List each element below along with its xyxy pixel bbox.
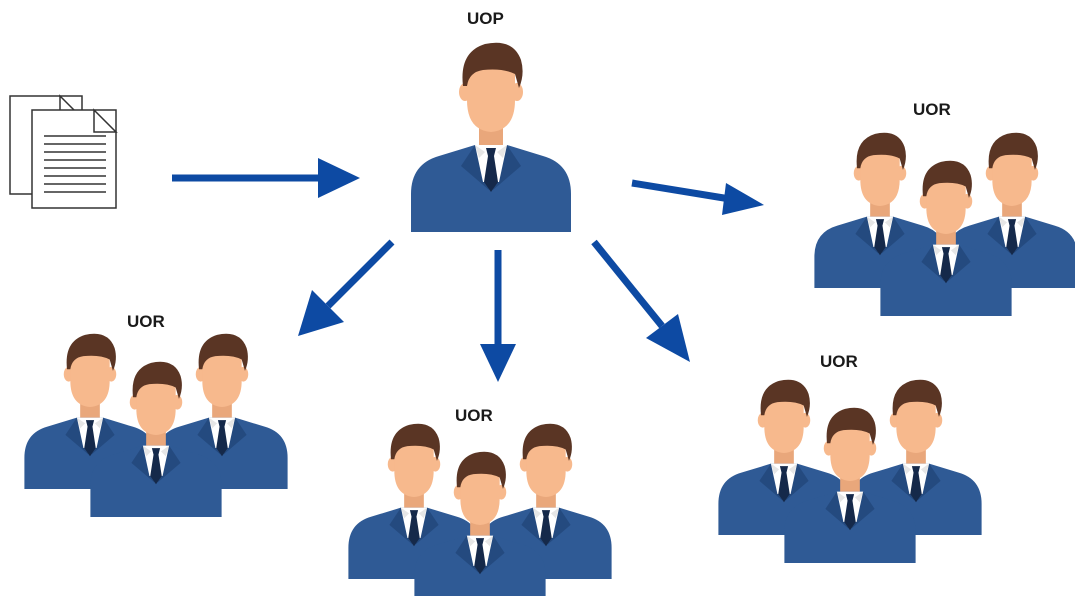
uop-label: UOP [467, 9, 504, 28]
uor-right-label: UOR [913, 100, 951, 119]
documents-icon [9, 94, 118, 209]
arrow-uop-to-uor-bottom [480, 250, 516, 382]
uor-bottom-label: UOR [455, 406, 493, 425]
uor-right-group-icon [814, 133, 1075, 316]
arrow-uop-to-uor-bottom-right [591, 239, 690, 362]
uor-left-group-icon [24, 334, 287, 517]
arrow-uop-to-uor-left [298, 239, 395, 336]
uor-bottom-right-label: UOR [820, 352, 858, 371]
arrow-docs-to-uop [172, 158, 360, 198]
uor-bottom-right-group-icon [718, 380, 981, 563]
arrow-uop-to-uor-right [631, 179, 764, 215]
uor-left-label: UOR [127, 312, 165, 331]
uor-bottom-group-icon [348, 424, 611, 596]
uop-person-icon [411, 42, 571, 232]
